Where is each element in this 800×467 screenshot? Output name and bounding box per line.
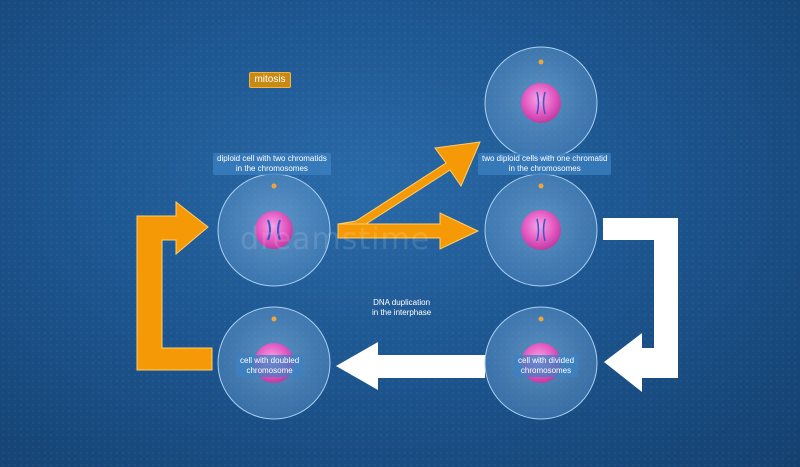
title-badge: mitosis	[249, 72, 291, 88]
label-line-2: in the chromosomes	[508, 164, 581, 173]
label-diploid-two-chromatids: diploid cell with two chromatids in the …	[213, 153, 331, 175]
label-line-2: in the chromosomes	[235, 164, 308, 173]
label-line-2: chromosome	[246, 366, 293, 375]
label-line-1: cell with divided	[518, 356, 575, 365]
label-dna-duplication: DNA duplication in the interphase	[372, 298, 431, 318]
cell-top-right	[484, 46, 598, 160]
orange-arrow-up-right	[337, 141, 481, 225]
white-bracket-arrow	[603, 218, 678, 392]
label-cell-doubled: cell with doubled chromosome	[236, 355, 304, 377]
orange-bracket-arrow	[136, 200, 213, 371]
label-two-diploid-one-chromatid: two diploid cells with one chromatid in …	[478, 153, 612, 175]
orange-arrow-right	[337, 212, 480, 250]
white-arrow-left	[336, 342, 485, 390]
cell-mid-right	[484, 173, 598, 287]
label-line-1: cell with doubled	[240, 356, 300, 365]
watermark-text: dreamstime	[240, 222, 431, 257]
label-line-2: chromosomes	[520, 366, 572, 375]
label-line-2: in the interphase	[372, 308, 432, 317]
label-line-1: two diploid cells with one chromatid	[482, 154, 608, 163]
label-line-1: diploid cell with two chromatids	[217, 154, 327, 163]
label-line-1: DNA duplication	[373, 298, 431, 307]
label-cell-divided: cell with divided chromosomes	[514, 355, 579, 377]
